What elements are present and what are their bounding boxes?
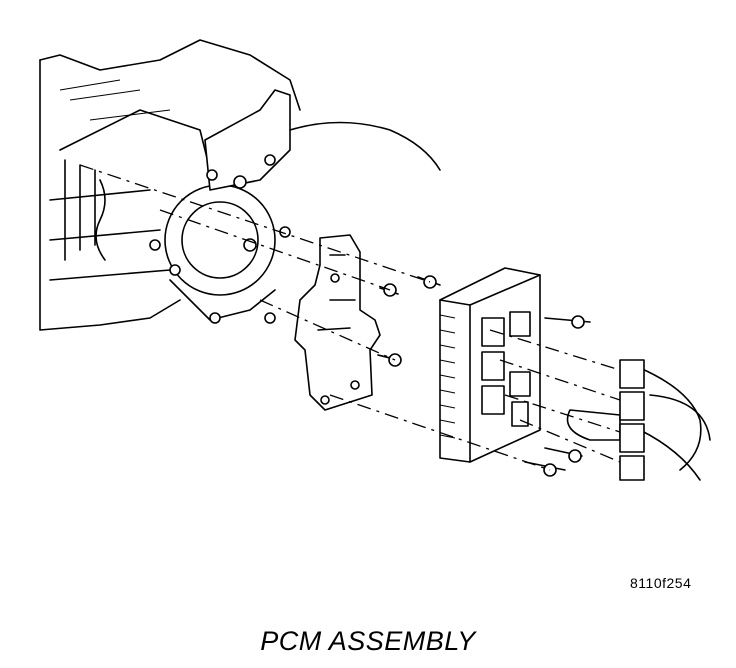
bolt [417,275,441,289]
engine-block [39,39,301,331]
alignment-lines [79,164,621,471]
bolt [544,447,583,463]
wiring-harness [566,359,711,481]
bolt [377,353,402,367]
upper-bracket [204,89,441,191]
mounting-bolts [377,275,591,477]
pcm-module [439,267,541,463]
bolt [544,315,591,329]
cooling-fins [439,314,456,439]
pcm-connector-sockets [481,311,531,427]
figure-caption: PCM ASSEMBLY [260,626,476,656]
figure-reference-code: 8110f254 [630,575,692,591]
